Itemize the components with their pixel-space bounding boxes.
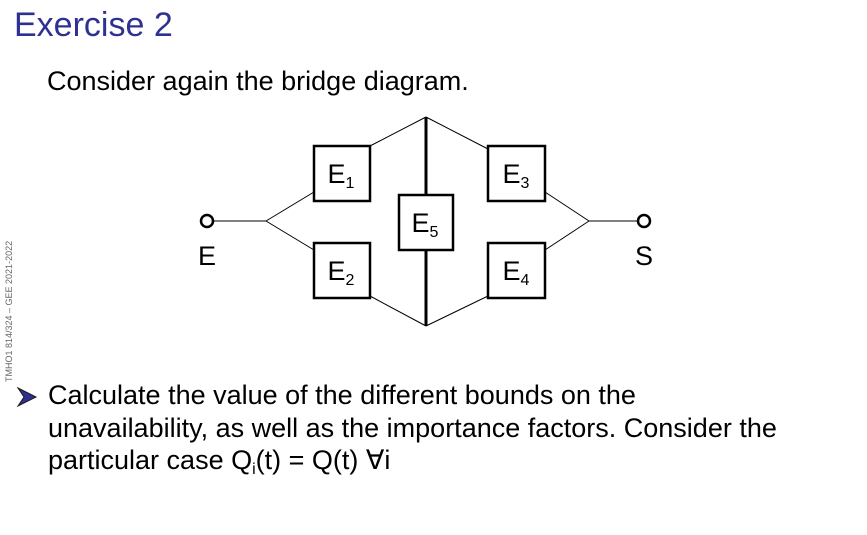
input-label: E [198, 241, 216, 271]
component-box-e4 [486, 241, 547, 300]
bullet-arrow-icon [16, 386, 38, 408]
task-line-3: particular case Qi(t) = Q(t) ∀i [48, 445, 391, 478]
slide-title: Exercise 2 [14, 6, 173, 44]
task-text: Calculate the value of the different bou… [48, 379, 777, 487]
component-label-e2: E2 [328, 256, 355, 289]
intro-text: Consider again the bridge diagram. [47, 66, 469, 96]
input-terminal [199, 213, 215, 229]
component-box-e5 [397, 193, 455, 252]
component-label-e3: E3 [503, 159, 530, 192]
task-line-2: unavailability, as well as the importanc… [48, 412, 777, 443]
component-label-e5: E5 [412, 208, 439, 241]
task-line-1: Calculate the value of the different bou… [48, 380, 636, 410]
component-box-e2 [312, 241, 372, 300]
output-terminal [636, 213, 652, 229]
component-box-e3 [486, 144, 547, 203]
component-label-e4: E4 [503, 256, 530, 289]
component-label-e1: E1 [328, 159, 355, 192]
component-box-e1 [312, 144, 372, 203]
output-label: S [635, 241, 653, 271]
